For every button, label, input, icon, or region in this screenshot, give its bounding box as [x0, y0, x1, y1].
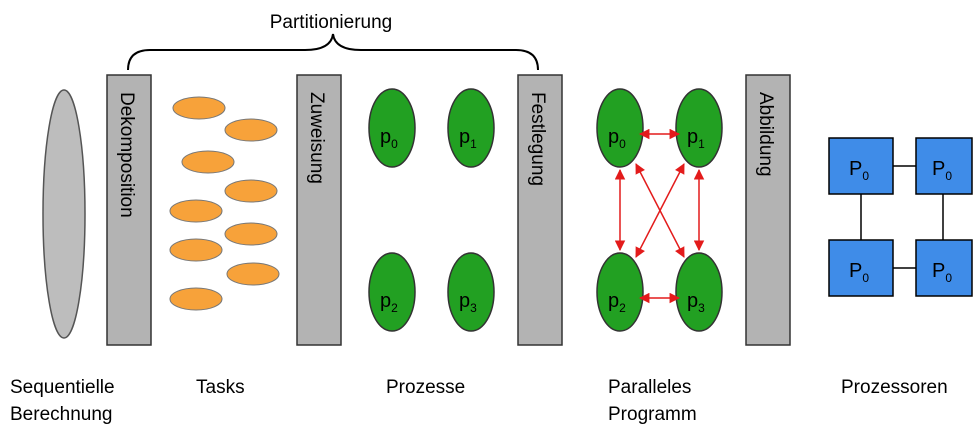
program-p1 — [675, 88, 723, 168]
tasks-group — [169, 96, 280, 311]
partitionierung-label: Partitionierung — [270, 12, 393, 33]
svg-text:p0: p0 — [380, 126, 398, 151]
bar-dekomposition-label: Dekomposition — [116, 92, 137, 218]
task-oval — [169, 238, 223, 262]
label-prozesse: Prozesse — [386, 377, 465, 398]
svg-text:P0: P0 — [932, 158, 952, 183]
task-oval — [224, 222, 278, 246]
label-paralleles: Paralleles — [608, 377, 691, 398]
program-p0 — [596, 88, 644, 168]
processes-group: p0 p1 p2 p3 — [368, 88, 495, 332]
label-prozessoren: Prozessoren — [841, 377, 948, 398]
label-berechnung: Berechnung — [10, 404, 112, 425]
bar-festlegung: Festlegung — [517, 74, 563, 346]
svg-text:P0: P0 — [849, 260, 869, 285]
task-oval — [172, 96, 226, 120]
label-programm: Programm — [608, 404, 697, 425]
svg-text:p2: p2 — [380, 290, 398, 315]
processor-tr — [915, 137, 973, 195]
task-oval — [226, 262, 280, 286]
process-p3 — [447, 252, 495, 332]
processor-bl — [828, 239, 894, 297]
processors-group: P0 P0 P0 P0 — [828, 137, 973, 297]
label-tasks: Tasks — [196, 377, 245, 398]
communication-arrows — [614, 128, 705, 304]
task-oval — [181, 150, 235, 174]
sequential-ellipse — [42, 89, 86, 339]
svg-text:p0: p0 — [608, 126, 626, 151]
program-p2 — [596, 252, 644, 332]
svg-text:p1: p1 — [687, 126, 705, 151]
processor-tl — [828, 137, 894, 195]
svg-text:P0: P0 — [849, 158, 869, 183]
task-oval — [224, 179, 278, 203]
label-sequentielle: Sequentielle — [10, 377, 115, 398]
process-p2 — [368, 252, 416, 332]
bar-abbildung-label: Abbildung — [755, 92, 776, 177]
process-p1 — [447, 88, 495, 168]
task-oval — [169, 199, 223, 223]
svg-text:p3: p3 — [687, 290, 705, 315]
bar-festlegung-label: Festlegung — [527, 92, 548, 186]
task-oval — [224, 118, 278, 142]
process-p0 — [368, 88, 416, 168]
svg-text:p1: p1 — [459, 126, 477, 151]
arrow-p1-p2 — [635, 163, 685, 258]
bar-abbildung: Abbildung — [745, 74, 791, 346]
bar-zuweisung-label: Zuweisung — [306, 92, 327, 184]
bar-zuweisung: Zuweisung — [296, 74, 342, 346]
parallel-program-group: p0 p1 p2 p3 — [596, 88, 723, 332]
processor-links — [860, 165, 944, 269]
bar-dekomposition: Dekomposition — [106, 74, 152, 346]
processor-br — [915, 239, 973, 297]
svg-text:P0: P0 — [932, 260, 952, 285]
task-oval — [169, 287, 223, 311]
partitionierung-brace — [127, 33, 539, 71]
program-p3 — [675, 252, 723, 332]
svg-text:p3: p3 — [459, 290, 477, 315]
svg-text:p2: p2 — [608, 290, 626, 315]
